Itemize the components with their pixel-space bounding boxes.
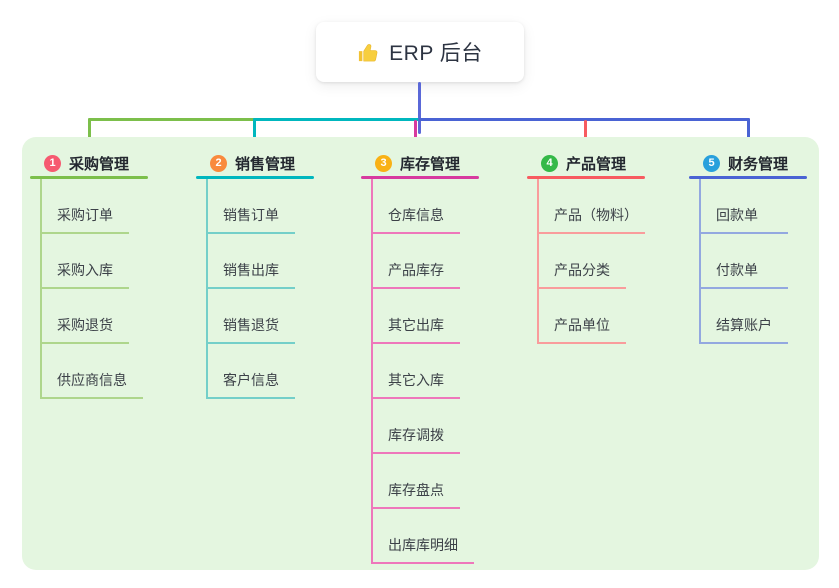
child-label: 供应商信息 — [42, 370, 143, 399]
thumbs-up-icon — [357, 41, 380, 64]
root-connector-line — [418, 82, 421, 134]
child-label: 库存调拨 — [373, 425, 460, 454]
child-node[interactable]: 产品分类 — [539, 234, 645, 289]
branch-label: 财务管理 — [728, 155, 789, 173]
child-node[interactable]: 库存调拨 — [373, 399, 479, 454]
child-node[interactable]: 结算账户 — [701, 289, 807, 344]
child-label: 其它入库 — [373, 370, 460, 399]
child-label: 其它出库 — [373, 315, 460, 344]
connector-drop-product — [584, 120, 587, 148]
connector-horizontal-blue — [418, 118, 750, 121]
child-node[interactable]: 产品库存 — [373, 234, 479, 289]
child-node[interactable]: 付款单 — [701, 234, 807, 289]
child-label: 出库库明细 — [373, 535, 474, 564]
branch-underline — [30, 176, 148, 179]
child-node[interactable]: 产品单位 — [539, 289, 645, 344]
branch-label: 采购管理 — [69, 155, 130, 173]
branch-label: 销售管理 — [235, 155, 296, 173]
branch-node-inventory[interactable]: 3 库存管理 — [361, 150, 479, 176]
branch-label: 产品管理 — [566, 155, 627, 173]
branch-column-finance: 5 财务管理 回款单付款单结算账户 — [689, 150, 807, 344]
child-label: 结算账户 — [701, 315, 788, 344]
map-background-panel — [22, 137, 819, 570]
child-label: 客户信息 — [208, 370, 295, 399]
child-node[interactable]: 采购入库 — [42, 234, 148, 289]
branch-column-inventory: 3 库存管理 仓库信息产品库存其它出库其它入库库存调拨库存盘点出库库明细 — [361, 150, 479, 564]
branch-underline — [527, 176, 645, 179]
branch-column-purchase: 1 采购管理 采购订单采购入库采购退货供应商信息 — [30, 150, 148, 399]
child-node[interactable]: 销售订单 — [208, 179, 314, 234]
root-title: ERP 后台 — [389, 42, 483, 65]
connector-drop-inventory — [414, 120, 417, 148]
branch-node-purchase[interactable]: 1 采购管理 — [30, 150, 148, 176]
branch-column-sales: 2 销售管理 销售订单销售出库销售退货客户信息 — [196, 150, 314, 399]
child-label: 产品分类 — [539, 260, 626, 289]
child-label: 回款单 — [701, 205, 788, 234]
child-label: 采购订单 — [42, 205, 129, 234]
child-label: 采购退货 — [42, 315, 129, 344]
branch-node-sales[interactable]: 2 销售管理 — [196, 150, 314, 176]
child-label: 销售出库 — [208, 260, 295, 289]
child-label: 采购入库 — [42, 260, 129, 289]
root-node[interactable]: ERP 后台 — [316, 22, 524, 82]
child-label: 仓库信息 — [373, 205, 460, 234]
branch-children: 采购订单采购入库采购退货供应商信息 — [40, 179, 148, 399]
child-node[interactable]: 回款单 — [701, 179, 807, 234]
child-label: 销售订单 — [208, 205, 295, 234]
branch-underline — [196, 176, 314, 179]
child-node[interactable]: 销售出库 — [208, 234, 314, 289]
connector-horizontal-teal — [253, 118, 420, 121]
child-label: 付款单 — [701, 260, 788, 289]
branch-badge: 1 — [44, 154, 61, 172]
child-node[interactable]: 采购订单 — [42, 179, 148, 234]
branch-underline — [689, 176, 807, 179]
child-node[interactable]: 库存盘点 — [373, 454, 479, 509]
child-node[interactable]: 产品（物料） — [539, 179, 645, 234]
child-node[interactable]: 仓库信息 — [373, 179, 479, 234]
child-label: 产品（物料） — [539, 205, 645, 234]
branch-node-finance[interactable]: 5 财务管理 — [689, 150, 807, 176]
branch-children: 回款单付款单结算账户 — [699, 179, 807, 344]
branch-badge: 5 — [703, 154, 720, 172]
branch-children: 仓库信息产品库存其它出库其它入库库存调拨库存盘点出库库明细 — [371, 179, 479, 564]
connector-horizontal-green — [88, 118, 255, 121]
child-label: 销售退货 — [208, 315, 295, 344]
branch-children: 销售订单销售出库销售退货客户信息 — [206, 179, 314, 399]
child-node[interactable]: 供应商信息 — [42, 344, 148, 399]
branch-column-product: 4 产品管理 产品（物料） 产品分类产品单位 — [527, 150, 645, 344]
child-label: 产品库存 — [373, 260, 460, 289]
branch-node-product[interactable]: 4 产品管理 — [527, 150, 645, 176]
child-node[interactable]: 其它出库 — [373, 289, 479, 344]
branch-badge: 3 — [375, 154, 392, 172]
branch-label: 库存管理 — [400, 155, 461, 173]
connector-drop-purchase — [88, 118, 91, 148]
branch-badge: 4 — [541, 154, 558, 172]
connector-drop-finance — [747, 118, 750, 148]
child-node[interactable]: 其它入库 — [373, 344, 479, 399]
child-node[interactable]: 客户信息 — [208, 344, 314, 399]
child-node[interactable]: 采购退货 — [42, 289, 148, 344]
child-label: 产品单位 — [539, 315, 626, 344]
child-node[interactable]: 销售退货 — [208, 289, 314, 344]
branch-underline — [361, 176, 479, 179]
connector-drop-sales — [253, 118, 256, 148]
branch-badge: 2 — [210, 154, 227, 172]
child-label: 库存盘点 — [373, 480, 460, 509]
branch-children: 产品（物料） 产品分类产品单位 — [537, 179, 645, 344]
child-node[interactable]: 出库库明细 — [373, 509, 479, 564]
